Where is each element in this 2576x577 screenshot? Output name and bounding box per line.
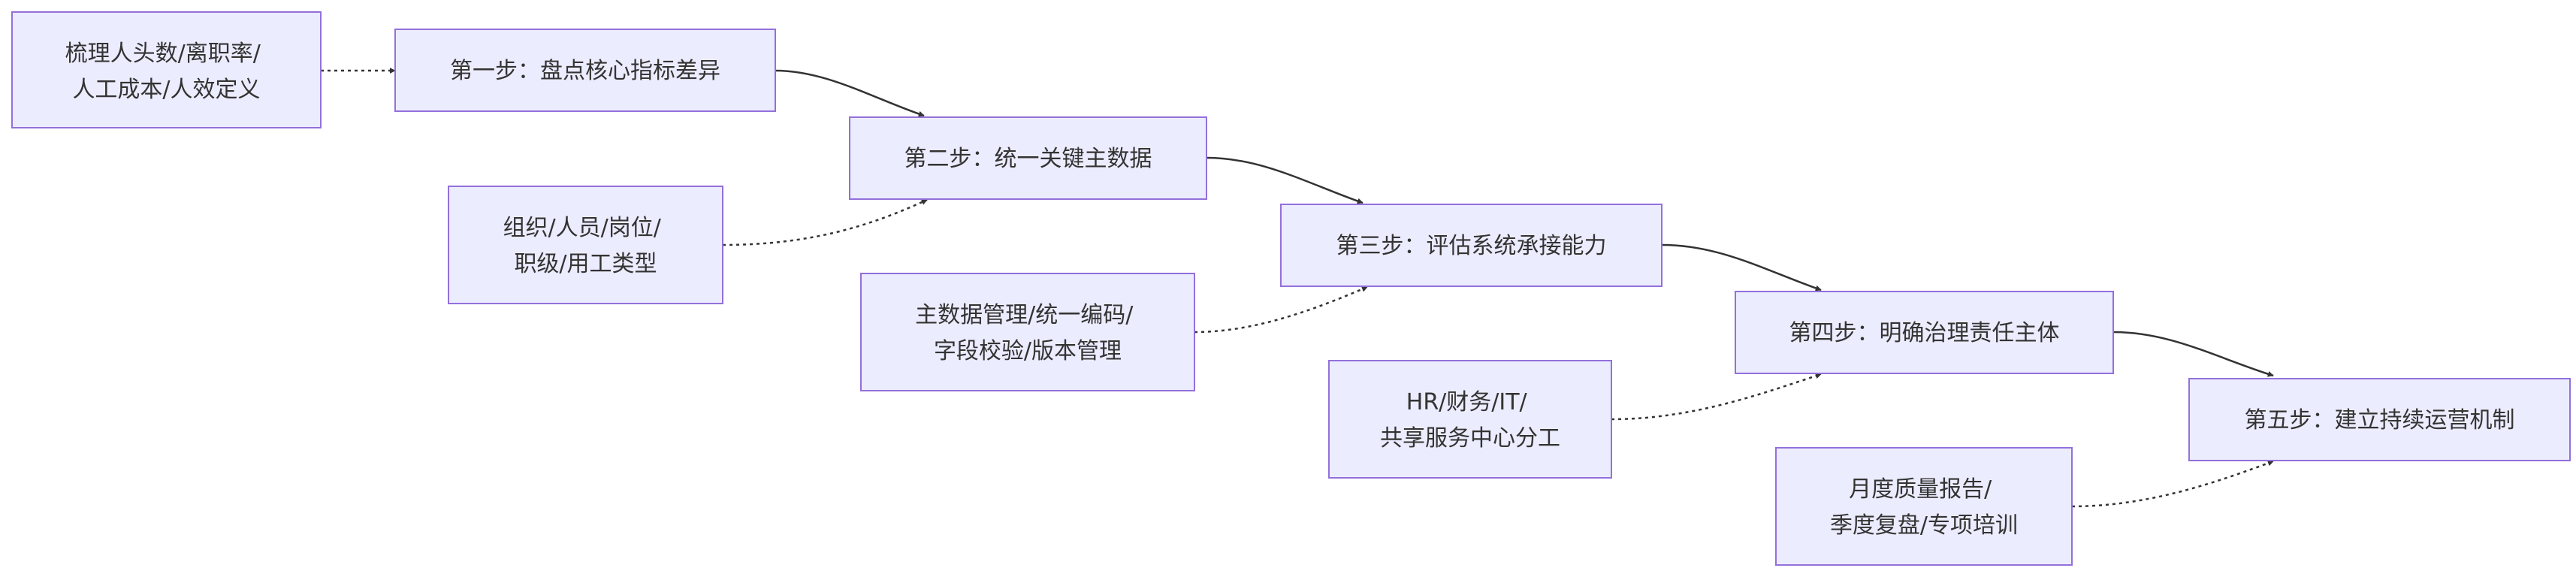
node-ctx-system: 主数据管理/统一编码/ 字段校验/版本管理 bbox=[860, 273, 1195, 391]
svg-text:第二步：统一关键主数据: 第二步：统一关键主数据 bbox=[904, 146, 1152, 172]
node-ctx-operations-line-1: 月度质量报告/ bbox=[1849, 476, 1992, 503]
edge-step1-to-step2 bbox=[775, 69, 925, 117]
node-ctx-governance-line-1: HR/财务/IT/ bbox=[1406, 389, 1528, 415]
node-ctx-metrics-line-1: 梳理人头数/离职率/ bbox=[65, 41, 261, 67]
svg-text:梳理人头数/离职率/ 人工成本/人效定义: 梳理人头数/离职率/ 人工成本/人效定义 bbox=[65, 41, 268, 103]
svg-text:月度质量报告/ 季度复盘/专项培训: 月度质量报告/ 季度复盘/专项培训 bbox=[1830, 476, 2018, 539]
node-step-2: 第二步：统一关键主数据 bbox=[849, 116, 1207, 200]
node-ctx-system-line-2: 字段校验/版本管理 bbox=[934, 338, 1122, 364]
node-step-1-label: 第一步：盘点核心指标差异 bbox=[450, 58, 720, 84]
node-ctx-master-data-line-1: 组织/人员/岗位/ bbox=[503, 215, 662, 241]
node-step-1: 第一步：盘点核心指标差异 bbox=[394, 29, 776, 112]
svg-text:第三步：评估系统承接能力: 第三步：评估系统承接能力 bbox=[1336, 233, 1607, 259]
svg-text:组织/人员/岗位/ 职级/用工类型: 组织/人员/岗位/ 职级/用工类型 bbox=[503, 215, 669, 277]
node-ctx-operations: 月度质量报告/ 季度复盘/专项培训 bbox=[1775, 447, 2073, 566]
node-ctx-governance-line-2: 共享服务中心分工 bbox=[1380, 425, 1560, 452]
svg-text:第一步：盘点核心指标差异: 第一步：盘点核心指标差异 bbox=[450, 58, 720, 84]
edge-ctx2-to-step2 bbox=[722, 198, 928, 246]
node-ctx-master-data-line-2: 职级/用工类型 bbox=[514, 251, 657, 277]
node-step-2-label: 第二步：统一关键主数据 bbox=[904, 146, 1152, 172]
svg-text:HR/财务/IT/ 共享服务中心分工: HR/财务/IT/ 共享服务中心分工 bbox=[1380, 389, 1560, 452]
svg-text:主数据管理/统一编码/ 字段校验/版本管理: 主数据管理/统一编码/ 字段校验/版本管理 bbox=[915, 302, 1140, 364]
node-ctx-system-line-1: 主数据管理/统一编码/ bbox=[915, 302, 1134, 328]
edge-ctx4-to-step4 bbox=[1611, 373, 1822, 421]
edge-step4-to-step5 bbox=[2112, 331, 2274, 377]
edge-ctx5-to-step5 bbox=[2071, 460, 2274, 508]
node-ctx-governance: HR/财务/IT/ 共享服务中心分工 bbox=[1328, 360, 1612, 479]
node-step-5-label: 第五步：建立持续运营机制 bbox=[2245, 407, 2515, 434]
node-ctx-master-data: 组织/人员/岗位/ 职级/用工类型 bbox=[448, 186, 723, 304]
edge-step3-to-step4 bbox=[1661, 243, 1822, 292]
node-step-5: 第五步：建立持续运营机制 bbox=[2188, 378, 2571, 461]
node-step-4: 第四步：明确治理责任主体 bbox=[1735, 291, 2114, 374]
svg-text:第四步：明确治理责任主体: 第四步：明确治理责任主体 bbox=[1789, 320, 2060, 346]
edges bbox=[321, 68, 2274, 508]
svg-text:第五步：建立持续运营机制: 第五步：建立持续运营机制 bbox=[2245, 407, 2515, 434]
node-step-4-label: 第四步：明确治理责任主体 bbox=[1789, 320, 2060, 346]
node-ctx-operations-line-2: 季度复盘/专项培训 bbox=[1830, 512, 2018, 539]
node-step-3-label: 第三步：评估系统承接能力 bbox=[1336, 233, 1607, 259]
edge-step2-to-step3 bbox=[1206, 156, 1363, 204]
node-ctx-metrics: 梳理人头数/离职率/ 人工成本/人效定义 bbox=[11, 11, 322, 128]
node-step-3: 第三步：评估系统承接能力 bbox=[1280, 204, 1662, 287]
edge-ctx3-to-step3 bbox=[1194, 285, 1368, 334]
node-ctx-metrics-line-2: 人工成本/人效定义 bbox=[72, 77, 260, 103]
nodes: 梳理人头数/离职率/ 人工成本/人效定义 第一步：盘点核心指标差异 组织/人员/… bbox=[11, 11, 2571, 566]
